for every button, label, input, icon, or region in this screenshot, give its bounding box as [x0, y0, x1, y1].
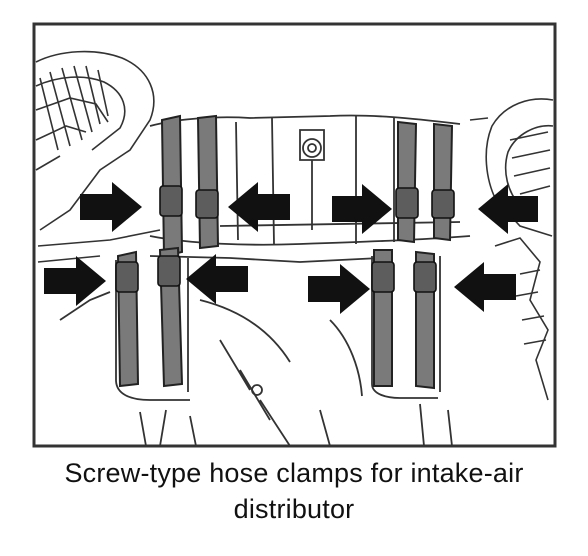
arrow-left-2 — [478, 184, 538, 234]
clamp-upper-3 — [397, 120, 418, 244]
arrow-right-2 — [332, 184, 392, 234]
arrow-left-1 — [228, 182, 290, 232]
caption-line-1: Screw-type hose clamps for intake-air — [64, 458, 524, 488]
clamp-screws — [115, 185, 455, 293]
arrow-right-3 — [44, 256, 106, 306]
arrow-right-4 — [308, 264, 370, 314]
sensor-port — [302, 138, 322, 158]
left-engine-detail — [35, 50, 161, 263]
clamp-upper-2 — [196, 114, 220, 250]
arrow-left-3 — [186, 254, 248, 304]
right-engine-detail — [469, 98, 554, 401]
caption-line-2: distributor — [233, 494, 355, 524]
arrow-right-1 — [80, 182, 142, 232]
lower-hoses — [115, 256, 453, 447]
clamp-upper-4 — [433, 122, 454, 242]
intake-air-distributor — [59, 114, 471, 397]
pointer-arrows — [44, 182, 538, 314]
arrow-left-4 — [454, 262, 516, 312]
